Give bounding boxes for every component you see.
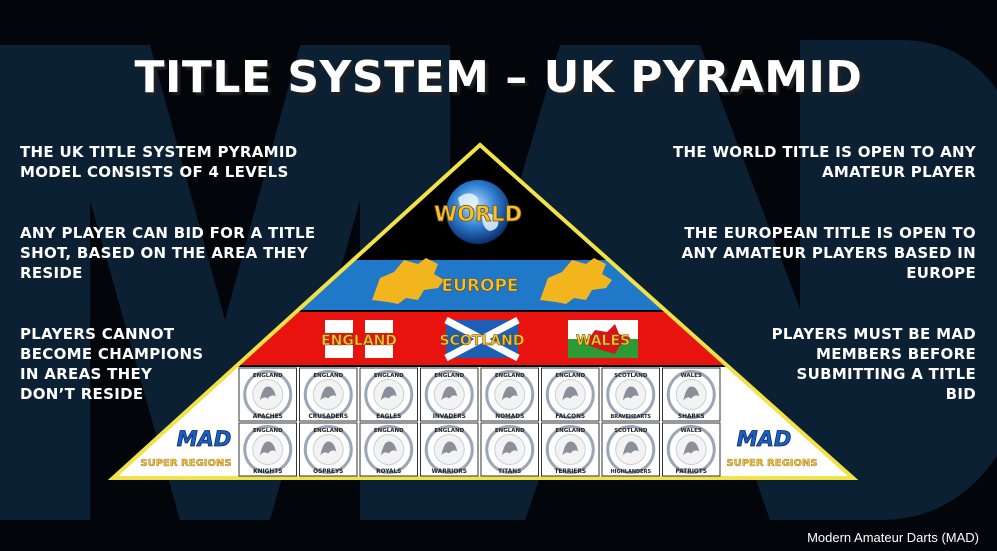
badge-name: CRUSADERS [309, 414, 349, 420]
badge-region: ENGLAND [434, 373, 464, 379]
badge-emblem-icon [562, 441, 579, 456]
badge-invaders: ENGLAND INVADERS [420, 367, 479, 422]
badge-emblem-icon [380, 386, 397, 401]
badge-name: FALCONS [555, 414, 585, 420]
badge-bravehearts: SCOTLAND BRAVEHEARTS [601, 367, 660, 422]
badge-patriots: WALES PATRIOTS [662, 422, 721, 477]
badge-region: ENGLAND [253, 373, 283, 379]
badge-name: ROYALS [376, 469, 401, 475]
badge-name: WARRIORS [432, 469, 467, 475]
left-text-bid: ANY PLAYER CAN BID FOR A TITLE SHOT, BAS… [20, 224, 316, 282]
badge-emblem-icon [320, 386, 337, 401]
badge-region: ENGLAND [253, 428, 283, 434]
badge-emblem-icon [683, 441, 700, 456]
badge-region: SCOTLAND [614, 428, 648, 434]
badge-emblem-icon [380, 441, 397, 456]
badge-name: APACHES [253, 414, 283, 420]
right-text-europe: THE EUROPEAN TITLE IS OPEN TO ANY AMATEU… [681, 224, 976, 282]
badge-region: ENGLAND [495, 373, 525, 379]
scotland-label: SCOTLAND [440, 333, 525, 349]
badge-region: ENGLAND [555, 373, 585, 379]
badge-nomads: ENGLAND NOMADS [480, 367, 539, 422]
badge-region: ENGLAND [495, 428, 525, 434]
left-text-reside: PLAYERS CANNOT BECOME CHAMPIONS IN AREAS… [20, 325, 204, 403]
badge-name: SHARKS [678, 414, 705, 420]
badge-region: ENGLAND [434, 428, 464, 434]
badge-emblem-icon [441, 441, 458, 456]
right-text-world: THE WORLD TITLE IS OPEN TO ANY AMATEUR P… [672, 143, 976, 181]
badge-region: ENGLAND [313, 373, 343, 379]
wales-label: WALES [576, 333, 630, 349]
svg-text:MAD: MAD [177, 427, 232, 451]
badge-emblem-icon [501, 441, 518, 456]
europe-label: EUROPE [441, 276, 518, 296]
badge-emblem-icon [259, 441, 276, 456]
badge-emblem-icon [622, 441, 639, 456]
super-region-badges: ENGLAND APACHES ENGLAND CRUSADERS ENGLAND EAG… [238, 367, 721, 477]
badge-region: ENGLAND [374, 373, 404, 379]
badge-emblem-icon [562, 386, 579, 401]
badge-emblem-icon [441, 386, 458, 401]
left-text-levels: THE UK TITLE SYSTEM PYRAMID MODEL CONSIS… [20, 143, 298, 181]
badge-royals: ENGLAND ROYALS [359, 422, 418, 477]
super-regions-label-right: SUPER REGIONS [726, 458, 817, 469]
badge-ospreys: ENGLAND OSPREYS [299, 422, 358, 477]
badge-highlanders: SCOTLAND HIGHLANDERS [601, 422, 660, 477]
badge-name: EAGLES [376, 414, 401, 420]
badge-warriors: ENGLAND WARRIORS [420, 422, 479, 477]
wales-flag-icon [568, 320, 638, 358]
credit-text: Modern Amateur Darts (MAD) [807, 530, 979, 545]
badge-name: OSPREYS [313, 469, 343, 475]
right-text-members: PLAYERS MUST BE MAD MEMBERS BEFORE SUBMI… [771, 325, 976, 403]
badge-region: ENGLAND [313, 428, 343, 434]
badge-falcons: ENGLAND FALCONS [541, 367, 600, 422]
badge-titans: ENGLAND TITANS [480, 422, 539, 477]
pyramid-border [107, 142, 859, 480]
badge-knights: ENGLAND KNIGHTS [238, 422, 297, 477]
world-label: WORLD [434, 202, 522, 226]
badge-region: SCOTLAND [614, 373, 648, 379]
badge-name: HIGHLANDERS [610, 469, 651, 475]
england-label: ENGLAND [321, 333, 397, 349]
mad-logo-left: MAD SUPER REGIONS [140, 427, 232, 470]
badge-region: WALES [681, 428, 702, 434]
badge-region: WALES [681, 373, 702, 379]
badge-name: KNIGHTS [253, 469, 282, 475]
badge-name: INVADERS [433, 414, 466, 420]
globe-icon [446, 180, 510, 244]
badge-name: PATRIOTS [676, 469, 707, 475]
england-flag-icon [325, 320, 393, 358]
europe-map-icon [372, 258, 612, 304]
badge-apaches: ENGLAND APACHES [238, 367, 297, 422]
slide-title: TITLE SYSTEM – UK PYRAMID [134, 52, 863, 103]
badge-emblem-icon [501, 386, 518, 401]
mad-logo-right: MAD SUPER REGIONS [726, 427, 818, 470]
svg-text:MAD: MAD [737, 427, 792, 451]
badge-region: ENGLAND [374, 428, 404, 434]
scotland-flag-icon [444, 316, 520, 362]
super-regions-label-left: SUPER REGIONS [140, 458, 231, 469]
badge-crusaders: ENGLAND CRUSADERS [299, 367, 358, 422]
badge-sharks: WALES SHARKS [662, 367, 721, 422]
badge-eagles: ENGLAND EAGLES [359, 367, 418, 422]
badge-name: NOMADS [495, 414, 524, 420]
badge-terriers: ENGLAND TERRIERS [541, 422, 600, 477]
badge-emblem-icon [683, 386, 700, 401]
badge-emblem-icon [320, 441, 337, 456]
badge-emblem-icon [259, 386, 276, 401]
badge-emblem-icon [622, 386, 639, 401]
badge-name: TERRIERS [554, 469, 586, 475]
badge-region: ENGLAND [555, 428, 585, 434]
badge-name: BRAVEHEARTS [610, 414, 651, 420]
badge-name: TITANS [498, 469, 521, 475]
